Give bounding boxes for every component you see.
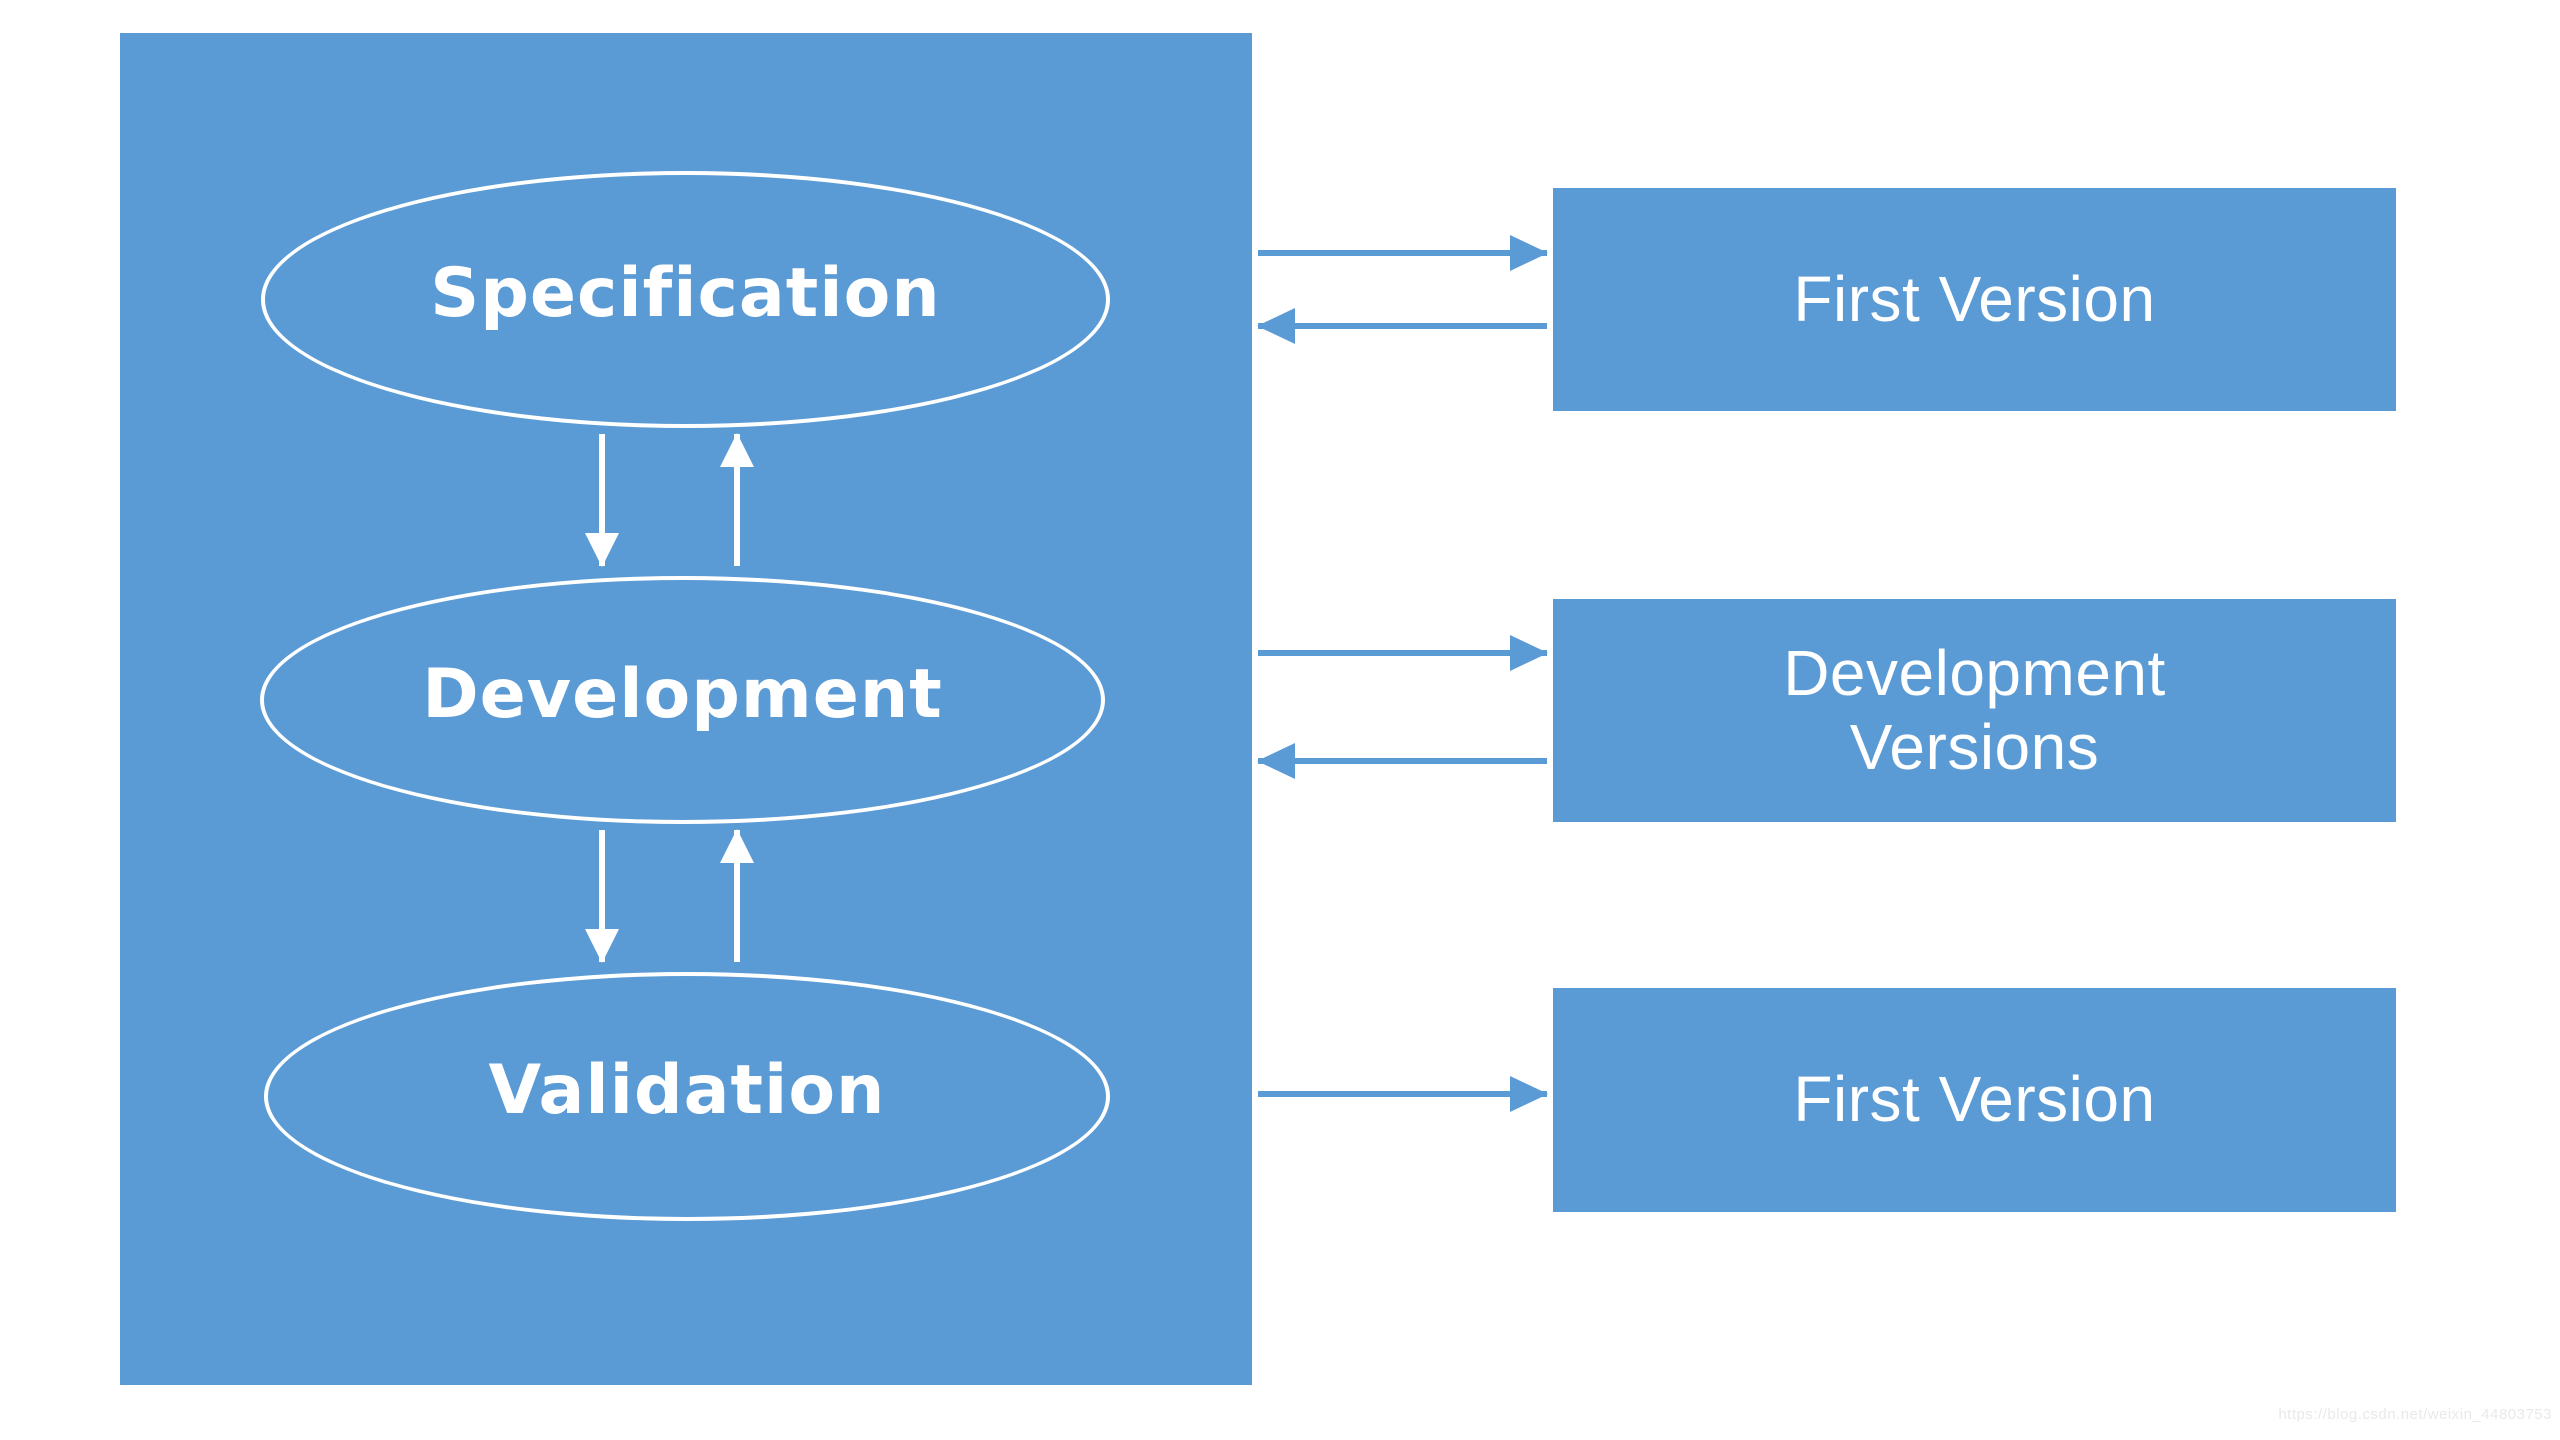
version-box-label: First Version — [1793, 262, 2156, 335]
stage-label-validation: Validation — [488, 1051, 886, 1130]
version-box-first-version-top: First Version — [1553, 188, 2396, 411]
stage-ellipse-specification: Specification — [261, 171, 1110, 428]
concurrent-activities-panel: Specification Development Validation — [120, 33, 1252, 1385]
stage-ellipse-development: Development — [260, 576, 1105, 824]
version-box-first-version-bottom: First Version — [1553, 988, 2396, 1212]
stage-label-specification: Specification — [430, 254, 941, 333]
watermark-url: https://blog.csdn.net/weixin_44803753 — [2278, 1406, 2552, 1423]
stage-ellipse-validation: Validation — [264, 972, 1110, 1221]
version-box-label: First Version — [1793, 1063, 2156, 1136]
stage-label-development: Development — [422, 654, 943, 734]
version-box-label: Development Versions — [1783, 636, 2166, 783]
version-box-development-versions: Development Versions — [1553, 599, 2396, 822]
